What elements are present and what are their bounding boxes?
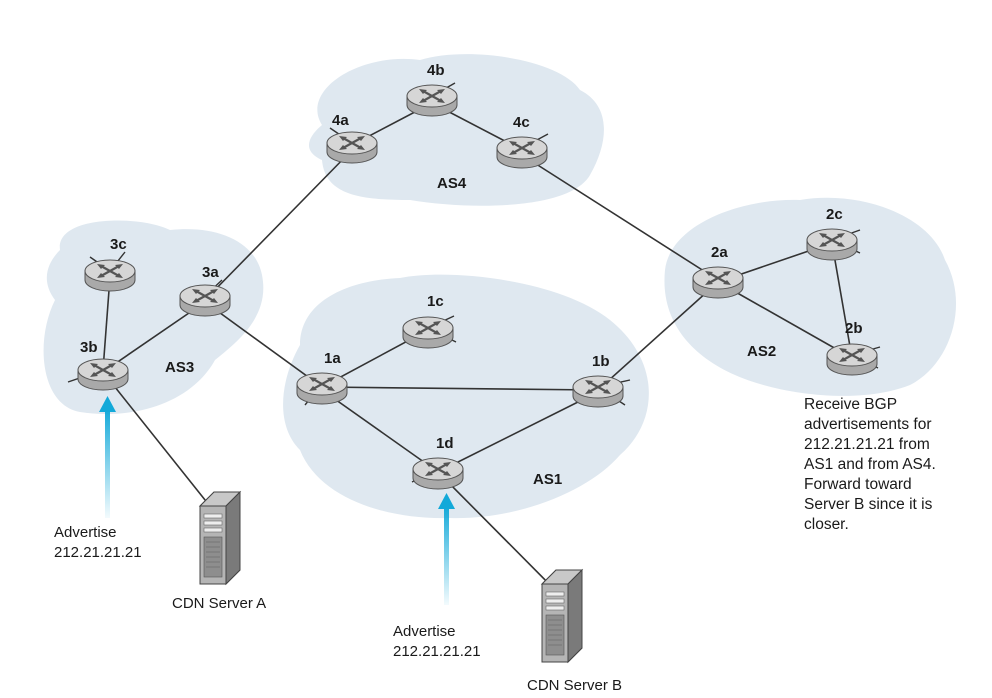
router-label: 2a — [711, 244, 728, 261]
link-1a-1b — [321, 386, 599, 391]
link-3c-3b — [102, 276, 111, 371]
router-icon — [405, 83, 459, 118]
svg-text:advertisements for: advertisements for — [804, 416, 932, 433]
router-2c: 2c — [805, 206, 859, 262]
router-4c: 4c — [495, 114, 549, 170]
link-3a-3b — [102, 301, 206, 373]
router-3c: 3c — [83, 236, 137, 293]
as2-label: AS2 — [747, 343, 776, 360]
svg-text:closer.: closer. — [804, 516, 849, 533]
svg-text:212.21.21.21: 212.21.21.21 — [54, 544, 142, 561]
bgp-note: Receive BGP advertisements for 212.21.21… — [804, 396, 936, 533]
router-label: 4a — [332, 112, 349, 129]
router-icon — [571, 374, 625, 409]
as1-cloud — [283, 274, 649, 519]
router-label: 1d — [436, 435, 454, 452]
router-icon — [295, 371, 349, 406]
router-icon — [825, 342, 879, 377]
server-a-label: CDN Server A — [172, 595, 266, 612]
svg-text:Advertise: Advertise — [54, 524, 117, 541]
server-icon — [541, 569, 583, 663]
cdn-server-a: CDN Server A — [172, 491, 266, 612]
as1-label: AS1 — [533, 471, 562, 488]
router-icon — [178, 283, 232, 318]
router-label: 4b — [427, 62, 445, 79]
router-2a: 2a — [691, 244, 745, 300]
router-1c: 1c — [401, 293, 455, 350]
link-1a-1d — [321, 389, 439, 473]
router-icon — [691, 265, 745, 300]
advertise-label-b: Advertise 212.21.21.21 — [393, 623, 481, 660]
router-label: 1c — [427, 293, 444, 310]
router-4a: 4a — [325, 112, 379, 165]
router-icon — [805, 227, 859, 262]
svg-text:Advertise: Advertise — [393, 623, 456, 640]
svg-text:AS1 and from AS4.: AS1 and from AS4. — [804, 456, 936, 473]
router-1b: 1b — [571, 353, 625, 409]
router-label: 3a — [202, 264, 219, 281]
as3-label: AS3 — [165, 359, 194, 376]
link-3b-server-a — [102, 371, 226, 526]
as3-cloud — [43, 220, 264, 415]
router-icon — [83, 258, 137, 293]
link-1b-2a — [597, 281, 719, 391]
router-4b: 4b — [405, 62, 459, 118]
router-label: 4c — [513, 114, 530, 131]
cdn-server-b: CDN Server B — [527, 569, 622, 694]
svg-text:212.21.21.21 from: 212.21.21.21 from — [804, 436, 930, 453]
router-label: 1b — [592, 353, 610, 370]
router-1a: 1a — [295, 350, 349, 406]
svg-text:212.21.21.21: 212.21.21.21 — [393, 643, 481, 660]
svg-text:Forward toward: Forward toward — [804, 476, 912, 493]
server-b-label: CDN Server B — [527, 677, 622, 694]
router-label: 2b — [845, 320, 863, 337]
link-1d-server-b — [437, 471, 566, 601]
router-icon — [411, 456, 465, 491]
router-icon — [325, 130, 379, 165]
link-4c-2a — [521, 154, 719, 281]
server-icon — [199, 491, 241, 585]
router-label: 3c — [110, 236, 127, 253]
router-icon — [495, 135, 549, 170]
svg-text:Receive BGP: Receive BGP — [804, 396, 897, 413]
router-icon — [76, 357, 130, 392]
advertise-label-a: Advertise 212.21.21.21 — [54, 524, 142, 561]
router-label: 2c — [826, 206, 843, 223]
link-1d-1b — [437, 391, 599, 473]
svg-text:Server B since it is: Server B since it is — [804, 496, 933, 513]
router-label: 3b — [80, 339, 98, 356]
link-3a-1a — [204, 301, 323, 388]
router-1d: 1d — [411, 435, 465, 491]
link-2a-2b — [717, 281, 853, 359]
as4-label: AS4 — [437, 175, 467, 192]
router-label: 1a — [324, 350, 341, 367]
arrow-up-icon — [438, 493, 455, 605]
as2-cloud — [664, 197, 957, 396]
router-3b: 3b — [76, 339, 130, 392]
link-2c-2b — [831, 242, 853, 359]
router-2b: 2b — [825, 320, 879, 377]
router-3a: 3a — [178, 264, 232, 318]
arrow-up-icon — [99, 396, 116, 518]
link-4a-3a — [204, 149, 353, 301]
router-icon — [401, 315, 455, 350]
